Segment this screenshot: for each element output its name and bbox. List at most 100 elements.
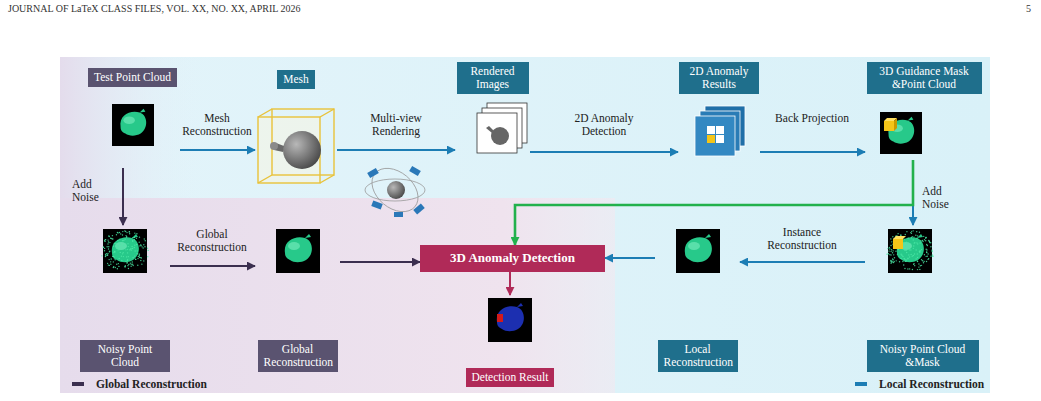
noisy-point-cloud-image-part-part bbox=[114, 257, 115, 258]
noisy-point-cloud-image-part-part bbox=[113, 267, 114, 268]
noisy-point-cloud-image-part-part bbox=[112, 238, 113, 239]
noisy-point-cloud-image-part-part bbox=[115, 267, 116, 268]
noisy-mask-image-part-part bbox=[926, 251, 927, 252]
noisy-point-cloud-image-part-part bbox=[123, 256, 124, 257]
noisy-point-cloud-image-part-part bbox=[120, 252, 121, 253]
noisy-mask-image-part-part bbox=[929, 240, 930, 241]
noisy-mask-image-part-part bbox=[900, 234, 901, 235]
noisy-point-cloud-image-part-part bbox=[104, 240, 105, 241]
noisy-mask-image-part-part bbox=[892, 259, 893, 260]
noisy-point-cloud-image-part-part bbox=[122, 252, 123, 253]
noisy-mask-image-part-part bbox=[903, 239, 904, 240]
noisy-point-cloud-image-part-part bbox=[147, 248, 148, 249]
noisy-mask-image-part-part bbox=[927, 245, 928, 246]
noisy-point-cloud-image-part-part bbox=[124, 238, 125, 239]
noisy-mask-image-part-part bbox=[925, 256, 926, 257]
noisy-mask-image-part-part bbox=[905, 259, 906, 260]
stage-caption: Global Reconstruction bbox=[258, 340, 338, 372]
noisy-mask-image-part-part bbox=[912, 230, 913, 231]
noisy-point-cloud-image-part-part bbox=[126, 262, 127, 263]
noisy-mask-image-part-part bbox=[902, 261, 903, 262]
noisy-point-cloud-image-part-part bbox=[132, 264, 133, 265]
noisy-point-cloud-image-part-part bbox=[126, 256, 127, 257]
noisy-point-cloud-image-part-part bbox=[128, 268, 129, 269]
noisy-point-cloud-image-part-part bbox=[106, 253, 107, 254]
stage-node: Local Reconstruction bbox=[655, 225, 740, 372]
noisy-point-cloud-image-part-part bbox=[122, 231, 123, 232]
noisy-point-cloud-image-part-part bbox=[107, 263, 108, 264]
noisy-mask-image-part-part bbox=[917, 235, 918, 236]
noisy-point-cloud-image-part-part bbox=[123, 240, 124, 241]
detection-result-image-part bbox=[488, 298, 532, 342]
noisy-point-cloud-image-part-part bbox=[141, 257, 142, 258]
noisy-mask-image-part-part bbox=[892, 252, 893, 253]
noisy-point-cloud-image-part-part bbox=[101, 255, 102, 256]
noisy-mask-image-part-part bbox=[913, 248, 914, 249]
noisy-mask-image-part-part bbox=[910, 254, 911, 255]
stage-caption: Noisy Point Cloud bbox=[80, 340, 170, 372]
stage-title: 3D Anomaly Detection bbox=[450, 251, 575, 266]
noisy-point-cloud-image-part-part bbox=[132, 261, 133, 262]
guidance-mask-image-part bbox=[884, 121, 894, 131]
noisy-mask-image-part-part bbox=[922, 260, 923, 261]
noisy-point-cloud-image-part-part bbox=[116, 264, 117, 265]
noisy-mask-image-part-part bbox=[902, 256, 903, 257]
noisy-point-cloud-image-part-part bbox=[128, 246, 129, 247]
noisy-mask-image-part-part bbox=[925, 237, 926, 238]
noisy-point-cloud-image-part-part bbox=[122, 234, 123, 235]
noisy-mask-image-part-part bbox=[926, 261, 927, 262]
edge-label: Add Noise bbox=[72, 178, 116, 204]
edge-label: Mesh Reconstruction bbox=[179, 112, 255, 138]
noisy-mask-image-part-part bbox=[904, 258, 905, 259]
noisy-point-cloud-image-part-part bbox=[134, 250, 135, 251]
noisy-mask-image-part-part bbox=[916, 238, 917, 239]
flow-arrow bbox=[180, 149, 255, 151]
flow-arrow bbox=[740, 261, 865, 263]
noisy-mask-image-part-part bbox=[919, 242, 920, 243]
noisy-mask-image-part-part bbox=[921, 259, 922, 260]
rendered-image-stack-part bbox=[477, 113, 517, 153]
running-header: JOURNAL OF LaTeX CLASS FILES, VOL. XX, N… bbox=[8, 3, 301, 14]
noisy-mask-image-part-part bbox=[900, 254, 901, 255]
noisy-point-cloud-image-part-part bbox=[112, 235, 113, 236]
flow-arrow bbox=[605, 257, 655, 259]
noisy-mask-image-part-part bbox=[892, 258, 893, 259]
noisy-point-cloud-image-part-part bbox=[134, 255, 135, 256]
noisy-mask-image-part-part bbox=[915, 235, 916, 236]
noisy-point-cloud-image-part-part bbox=[104, 250, 105, 251]
noisy-point-cloud-image-part-part bbox=[136, 238, 137, 239]
noisy-point-cloud-image-part-part bbox=[135, 259, 136, 260]
noisy-point-cloud-image-part-part bbox=[141, 263, 142, 264]
noisy-point-cloud-image-part-part bbox=[118, 258, 119, 259]
noisy-mask-image-part bbox=[888, 229, 932, 273]
anomaly-map-stack-part bbox=[707, 135, 715, 143]
stage-node: Mesh bbox=[255, 70, 337, 192]
noisy-mask-image-part-part bbox=[910, 249, 911, 250]
noisy-point-cloud-image-part-part bbox=[111, 238, 112, 239]
noisy-mask-image-part-part bbox=[917, 257, 918, 258]
stage-node: Global Reconstruction bbox=[255, 225, 340, 372]
noisy-point-cloud-image-part-part bbox=[129, 231, 130, 232]
stage-node: Noisy Point Cloud &Mask bbox=[865, 225, 980, 372]
noisy-point-cloud-image-part-part bbox=[114, 251, 115, 252]
noisy-mask-image-part-part bbox=[910, 232, 911, 233]
noisy-mask-image-part-part bbox=[906, 252, 907, 253]
stage-title: 3D Guidance Mask &Point Cloud bbox=[873, 65, 976, 91]
legend-text: Local Reconstruction bbox=[879, 378, 984, 390]
noisy-mask-image-part-part bbox=[916, 242, 917, 243]
background-panels bbox=[60, 57, 990, 393]
noisy-mask-image-part-part bbox=[890, 245, 891, 246]
noisy-mask-image-part-part bbox=[903, 243, 904, 244]
noisy-point-cloud-image-part bbox=[103, 229, 147, 273]
noisy-mask-image-part-part bbox=[922, 240, 923, 241]
noisy-point-cloud-image-part-part bbox=[118, 248, 119, 249]
noisy-mask-image-part-part bbox=[886, 254, 887, 255]
edge-label: Multi-view Rendering bbox=[351, 112, 441, 138]
noisy-mask-image-part-part bbox=[917, 269, 918, 270]
noisy-point-cloud-image-part-part bbox=[117, 232, 118, 233]
stage-title: Rendered Images bbox=[463, 65, 523, 91]
stage-node: Noisy Point Cloud bbox=[80, 225, 170, 372]
noisy-mask-image-part-part bbox=[895, 260, 896, 261]
mesh-illustration-part bbox=[258, 175, 272, 183]
noisy-point-cloud-image-part-part bbox=[132, 257, 133, 258]
